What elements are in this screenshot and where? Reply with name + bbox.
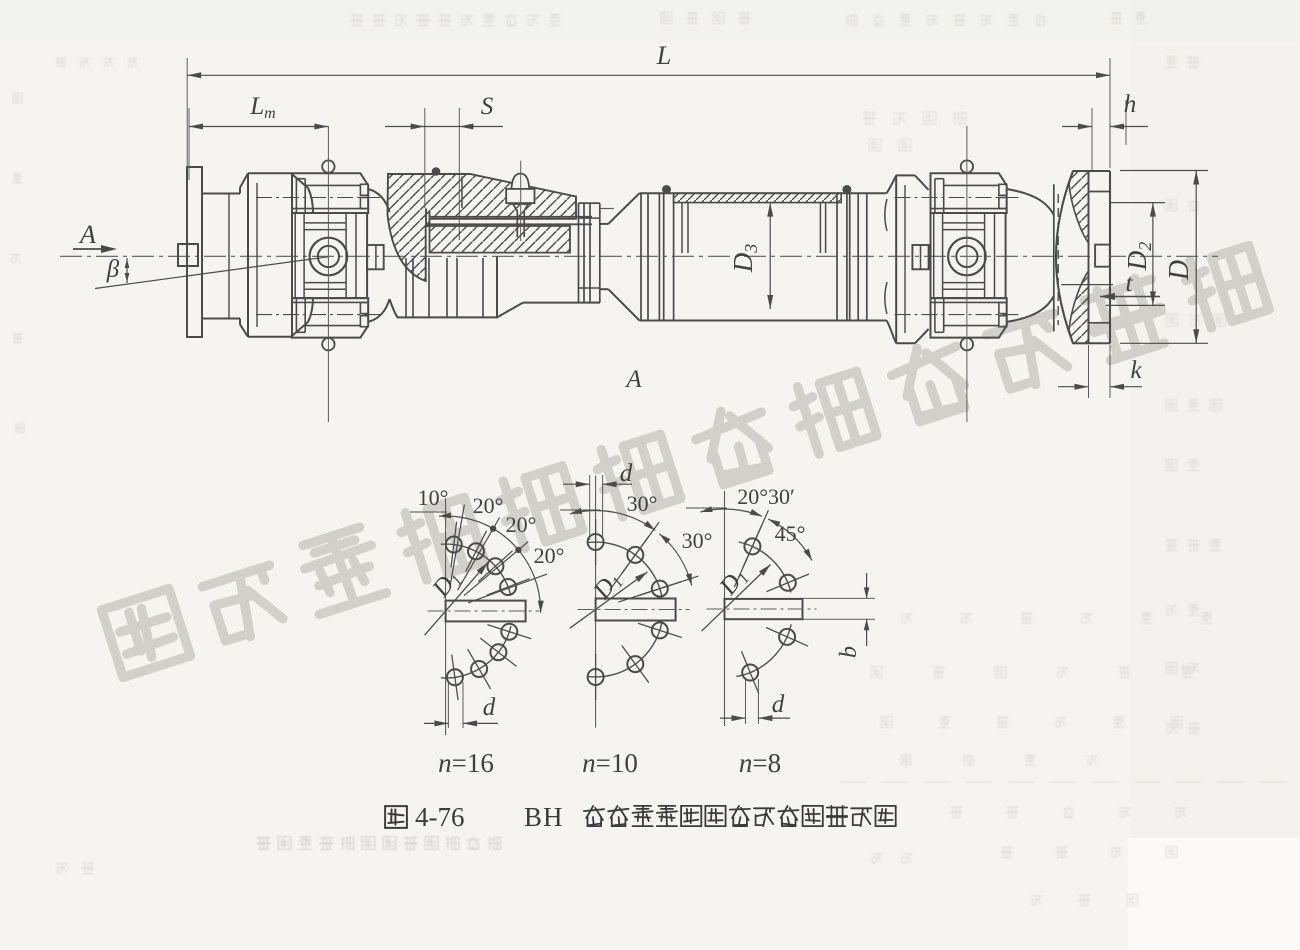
svg-text:A: A [78, 220, 96, 249]
svg-text:A: A [624, 366, 642, 393]
svg-text:n=16: n=16 [438, 748, 494, 778]
svg-text:D: D [1164, 260, 1195, 281]
svg-text:d: d [772, 691, 785, 718]
svg-text:20°: 20° [473, 493, 504, 518]
svg-text:20°: 20° [506, 512, 537, 537]
svg-text:β: β [106, 256, 120, 283]
svg-text:h: h [1124, 91, 1137, 118]
svg-text:45°: 45° [775, 521, 806, 546]
svg-text:S: S [481, 93, 494, 120]
svg-text:20°30′: 20°30′ [737, 484, 795, 509]
svg-text:t: t [1126, 270, 1134, 297]
svg-text:20°: 20° [534, 543, 565, 568]
svg-text:n=8: n=8 [739, 748, 781, 778]
svg-text:BH: BH [524, 802, 564, 832]
svg-text:n=10: n=10 [582, 748, 638, 778]
svg-text:30°: 30° [682, 528, 713, 553]
svg-text:k: k [1130, 357, 1142, 384]
svg-text:10°: 10° [418, 485, 449, 510]
svg-text:L: L [656, 41, 671, 70]
svg-text:b: b [836, 646, 862, 658]
svg-text:30°: 30° [627, 491, 658, 516]
svg-text:d: d [483, 694, 496, 721]
svg-text:4-76: 4-76 [415, 802, 465, 832]
svg-text:d: d [620, 460, 633, 487]
